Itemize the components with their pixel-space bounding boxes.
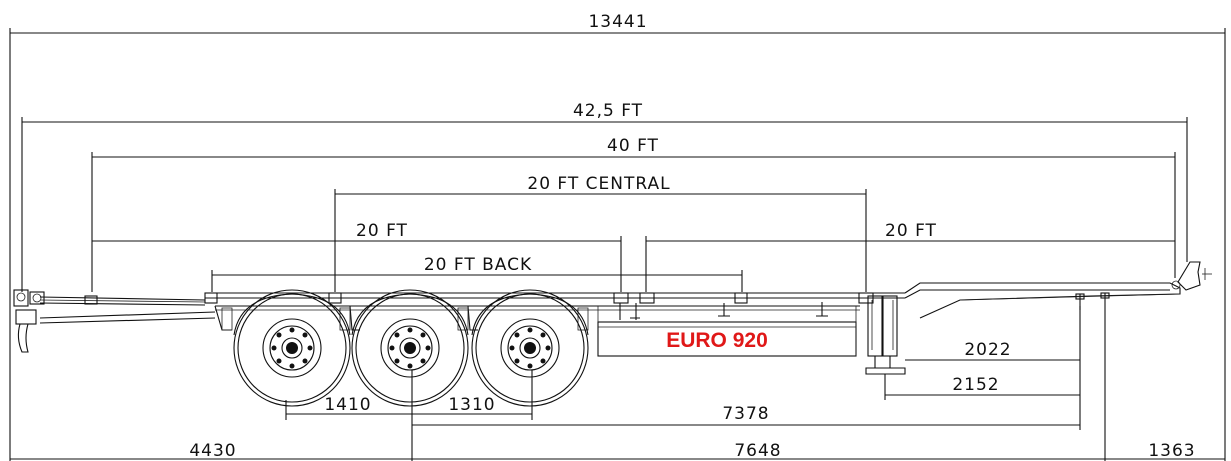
dim-20-ft-central-label: 20 FT CENTRAL <box>527 174 670 194</box>
dim-1363: 1363 <box>1105 441 1225 461</box>
dim-40-ft-label: 40 FT <box>607 136 659 156</box>
dim-40-ft: 40 FT <box>91 136 1176 292</box>
dim-42-5-ft-label: 42,5 FT <box>573 101 643 121</box>
brand-label: EURO 920 <box>666 329 768 352</box>
dim-2152-label: 2152 <box>952 375 999 395</box>
dim-1310-label: 1310 <box>448 395 495 415</box>
trailer-chassis <box>13 261 1212 375</box>
dim-20-ft-back-label: 20 FT BACK <box>424 255 532 275</box>
dim-1410: 1410 <box>285 395 412 420</box>
dim-7378-label: 7378 <box>722 404 769 424</box>
dim-20-ft-front: 20 FT <box>92 221 622 292</box>
dim-20-ft-front-label: 20 FT <box>356 221 408 241</box>
dim-20-ft-rear: 20 FT <box>645 221 1175 292</box>
dim-7378: 7378 <box>411 370 1080 461</box>
dim-20-ft-back: 20 FT BACK <box>211 255 743 292</box>
dim-20-ft-central: 20 FT CENTRAL <box>334 174 867 292</box>
dim-overall: 13441 <box>9 12 1226 461</box>
wheel-axle-1 <box>233 289 351 407</box>
dim-1363-label: 1363 <box>1148 441 1195 461</box>
dim-42-5-ft: 42,5 FT <box>21 101 1188 292</box>
dim-1410-label: 1410 <box>324 395 371 415</box>
dim-2152: 2152 <box>884 374 1080 400</box>
dim-2022: 2022 <box>905 306 1081 430</box>
wheel-axle-3 <box>471 289 589 407</box>
dim-overall-label: 13441 <box>588 12 647 32</box>
dim-7648-label: 7648 <box>734 441 781 461</box>
wheel-axle-2 <box>351 289 469 407</box>
dim-1310: 1310 <box>412 370 533 420</box>
dim-2022-label: 2022 <box>964 340 1011 360</box>
dim-4430: 4430 <box>10 441 412 461</box>
dim-4430-label: 4430 <box>189 441 236 461</box>
dim-7648: 7648 <box>412 310 1106 461</box>
dim-20-ft-rear-label: 20 FT <box>885 221 937 241</box>
